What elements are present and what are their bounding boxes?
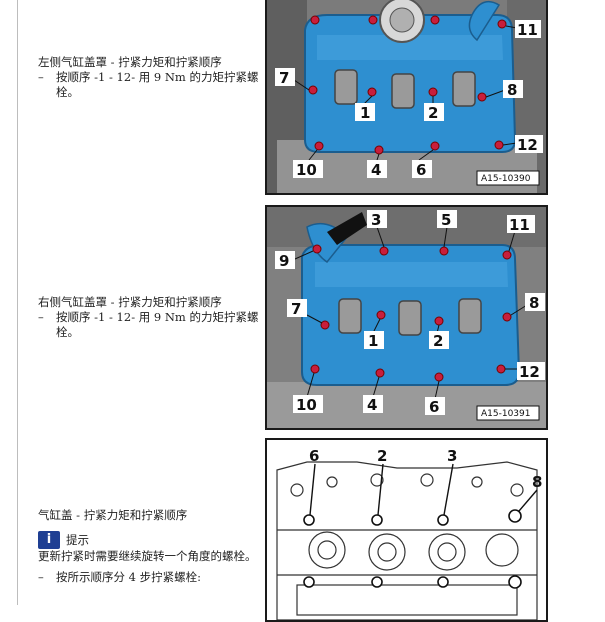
figure-id: A15-10390 [481,174,531,184]
cylinder-head-drawing: 6 2 3 8 [267,440,546,620]
figure-id: A15-10391 [481,409,531,419]
callout-label: 12 [517,136,538,154]
info-icon: i [38,531,60,549]
bullet-dash: – [38,310,44,324]
callout-label: 1 [360,104,370,122]
callout-label: 1 [368,332,378,350]
hint-text: 更新拧紧时需要继续旋转一个角度的螺栓。 [38,549,257,563]
callout-label: 9 [279,252,289,270]
callout-label: 4 [371,161,381,179]
callout-label: 7 [279,69,289,87]
figure-left-cylinder-cover: 11 7 8 1 2 10 4 6 12 A15-10390 [265,0,548,195]
callout-label: 8 [529,294,539,312]
engine-illustration: 11 7 8 1 2 10 4 6 12 A15-10390 [267,0,546,193]
bullet-dash: – [38,70,44,84]
instruction-bullet: – 按所示顺序分 4 步拧紧螺栓: [38,570,263,585]
callout-label: 10 [296,161,317,179]
figure-cylinder-head: 6 2 3 8 [265,438,548,622]
section-title: 左侧气缸盖罩 - 拧紧力矩和拧紧顺序 [38,55,222,69]
callout-label: 2 [433,332,443,350]
callout-label: 6 [309,447,319,465]
callout-label: 6 [429,398,439,416]
section-left-cover: 左侧气缸盖罩 - 拧紧力矩和拧紧顺序 – 按顺序 -1 - 12- 用 9 Nm… [38,55,263,100]
callout-label: 12 [519,363,540,381]
callout-label: 2 [377,447,387,465]
instruction-bullet: – 按顺序 -1 - 12- 用 9 Nm 的力矩拧紧螺栓。 [38,70,263,100]
torque-callouts: 3 5 11 9 7 8 1 2 12 10 4 6 [275,210,545,416]
torque-callouts: 11 7 8 1 2 10 4 6 12 [275,20,543,179]
callout-label: 2 [428,104,438,122]
engine-illustration: 3 5 11 9 7 8 1 2 12 10 4 6 A15-10391 [267,207,546,428]
callout-label: 11 [517,21,538,39]
instruction-bullet: – 按顺序 -1 - 12- 用 9 Nm 的力矩拧紧螺栓。 [38,310,263,340]
callout-label: 5 [441,211,451,229]
callout-label: 6 [416,161,426,179]
callout-label: 7 [291,300,301,318]
callout-label: 8 [507,81,517,99]
instruction-text: 按所示顺序分 4 步拧紧螺栓: [56,570,202,584]
section-title: 右侧气缸盖罩 - 拧紧力矩和拧紧顺序 [38,295,222,309]
hint-heading: i 提示 [38,531,263,549]
instruction-text: 按顺序 -1 - 12- 用 9 Nm 的力矩拧紧螺栓。 [56,310,259,339]
callout-label: 3 [447,447,457,465]
hint-label: 提示 [66,532,89,547]
callout-label: 8 [532,473,542,491]
callout-label: 4 [367,396,377,414]
page-margin-line [17,0,18,605]
figure-right-cylinder-cover: 3 5 11 9 7 8 1 2 12 10 4 6 A15-10391 [265,205,548,430]
torque-callouts: 6 2 3 8 [309,447,542,491]
instruction-text: 按顺序 -1 - 12- 用 9 Nm 的力矩拧紧螺栓。 [56,70,259,99]
bullet-dash: – [38,570,44,584]
section-title: 气缸盖 - 拧紧力矩和拧紧顺序 [38,508,188,522]
callout-label: 11 [509,216,530,234]
section-right-cover: 右侧气缸盖罩 - 拧紧力矩和拧紧顺序 – 按顺序 -1 - 12- 用 9 Nm… [38,295,263,340]
callout-label: 10 [296,396,317,414]
callout-label: 3 [371,211,381,229]
